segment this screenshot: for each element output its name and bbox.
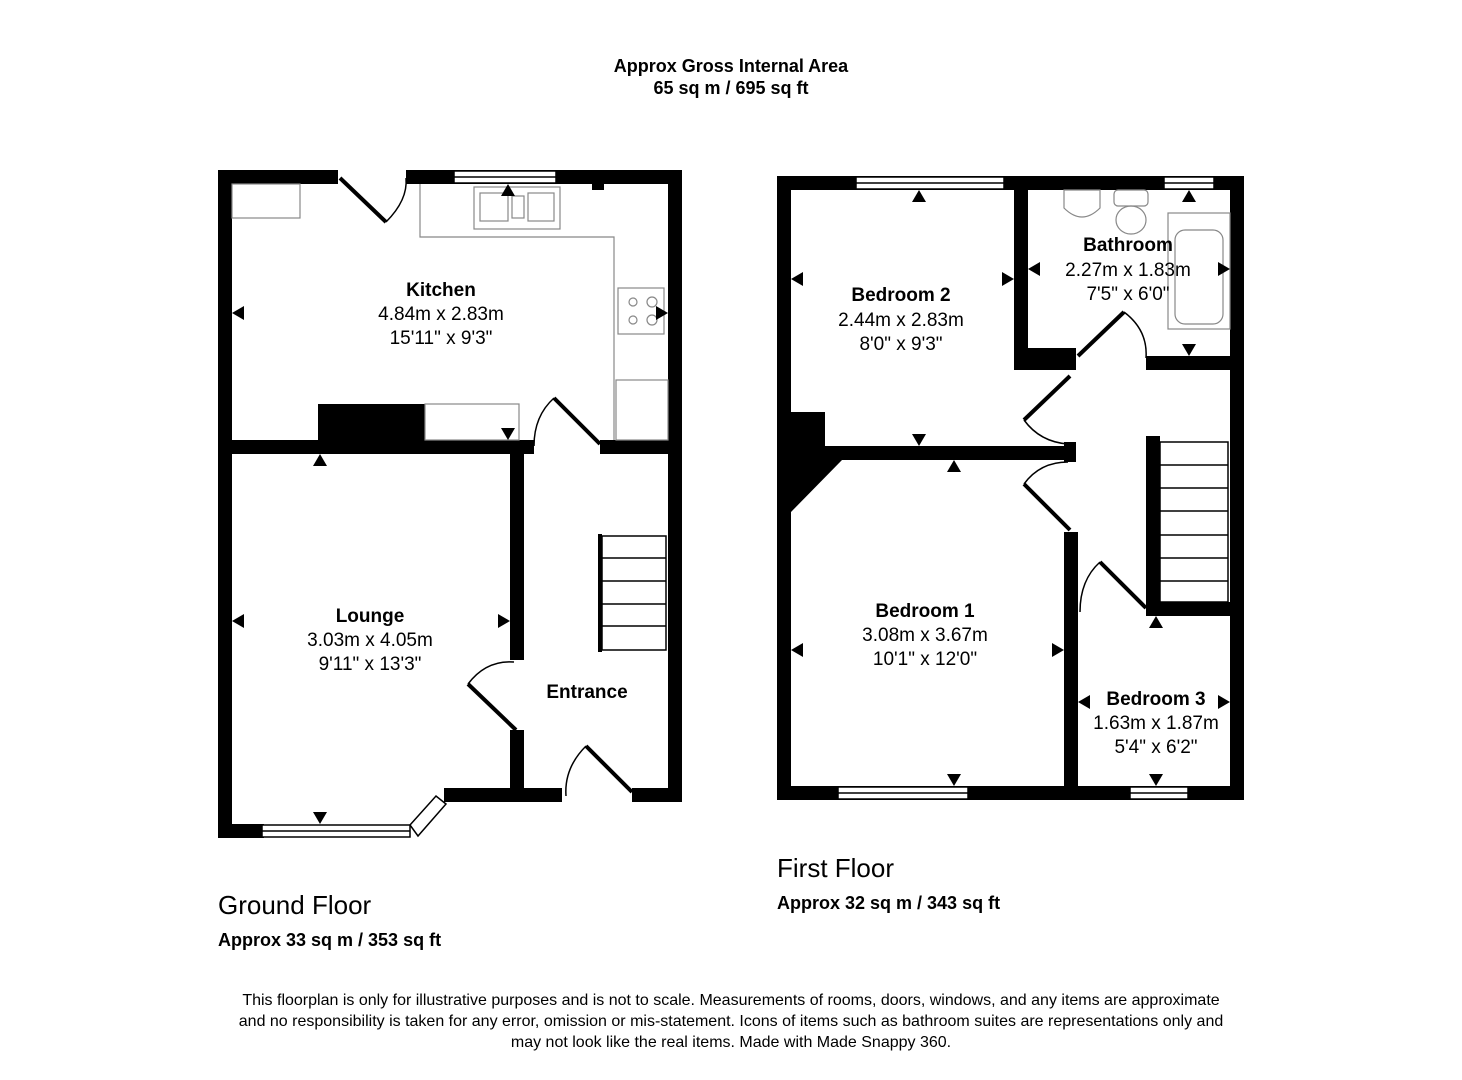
bedroom2-metric: 2.44m x 2.83m bbox=[838, 310, 964, 331]
ground-dimension-arrows bbox=[232, 184, 668, 824]
lounge-imperial: 9'11" x 13'3" bbox=[319, 654, 422, 675]
bathroom-fixtures bbox=[1063, 189, 1231, 330]
bathroom-imperial: 7'5" x 6'0" bbox=[1086, 284, 1169, 305]
disclaimer-line-3: may not look like the real items. Made w… bbox=[510, 1034, 952, 1051]
disclaimer-line-1: This floorplan is only for illustrative … bbox=[242, 992, 1220, 1009]
bathroom-metric: 2.27m x 1.83m bbox=[1065, 260, 1191, 281]
ground-floor-doors bbox=[338, 176, 634, 797]
ground-stairs bbox=[601, 535, 667, 651]
gross-area-title: Approx Gross Internal Area bbox=[613, 56, 849, 76]
ground-floor-walls bbox=[218, 170, 682, 838]
disclaimer-line-2: and no responsibility is taken for any e… bbox=[238, 1013, 1224, 1030]
kitchen-fixtures bbox=[231, 183, 669, 441]
bedroom1-name: Bedroom 1 bbox=[875, 601, 975, 622]
bedroom3-metric: 1.63m x 1.87m bbox=[1093, 713, 1219, 734]
ground-room-labels: Kitchen 4.84m x 2.83m 15'11" x 9'3" Loun… bbox=[307, 280, 627, 703]
first-floor-doors bbox=[1022, 310, 1148, 613]
lounge-metric: 3.03m x 4.05m bbox=[307, 630, 433, 651]
bedroom3-imperial: 5'4" x 6'2" bbox=[1114, 737, 1197, 758]
first-floor-area: Approx 32 sq m / 343 sq ft bbox=[777, 893, 1001, 913]
kitchen-metric: 4.84m x 2.83m bbox=[378, 304, 504, 325]
first-dimension-arrows bbox=[791, 190, 1230, 786]
first-room-labels: Bedroom 2 2.44m x 2.83m 8'0" x 9'3" Bath… bbox=[838, 235, 1219, 758]
gross-area-value: 65 sq m / 695 sq ft bbox=[653, 78, 809, 98]
kitchen-name: Kitchen bbox=[406, 280, 476, 301]
bedroom2-imperial: 8'0" x 9'3" bbox=[859, 334, 942, 355]
bedroom1-imperial: 10'1" x 12'0" bbox=[873, 649, 977, 670]
disclaimer: This floorplan is only for illustrative … bbox=[0, 990, 1462, 1053]
lounge-name: Lounge bbox=[336, 606, 405, 627]
ground-floor-title: Ground Floor bbox=[218, 890, 372, 920]
bedroom3-name: Bedroom 3 bbox=[1106, 689, 1205, 710]
bathroom-name: Bathroom bbox=[1083, 235, 1173, 256]
bedroom2-name: Bedroom 2 bbox=[851, 285, 950, 306]
kitchen-imperial: 15'11" x 9'3" bbox=[390, 328, 493, 349]
first-stairs bbox=[1159, 441, 1229, 603]
ground-floor-area: Approx 33 sq m / 353 sq ft bbox=[218, 930, 442, 950]
first-floor-title: First Floor bbox=[777, 853, 894, 883]
bedroom1-metric: 3.08m x 3.67m bbox=[862, 625, 988, 646]
first-floor-windows bbox=[837, 176, 1215, 800]
ground-floor-windows bbox=[261, 170, 557, 838]
entrance-name: Entrance bbox=[546, 682, 627, 703]
